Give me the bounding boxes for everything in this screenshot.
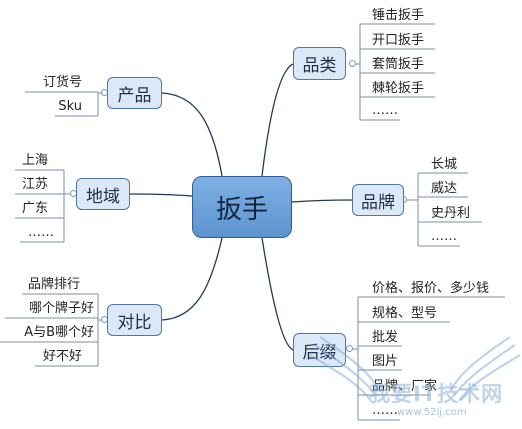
leaf-category-3[interactable]: 套筒扳手 (372, 57, 425, 72)
leaf-region-4[interactable]: …… (28, 225, 54, 240)
leaf-line-brand (404, 172, 482, 247)
branch-label-category: 品类 (302, 56, 337, 76)
branch-node-product[interactable]: 产品 (107, 77, 162, 109)
leaf-suffix-6[interactable]: …… (372, 403, 398, 418)
connector-suffix (261, 237, 294, 351)
leaf-compare-4[interactable]: 好不好 (42, 349, 82, 364)
center-topic[interactable]: 扳手 (192, 176, 292, 238)
branch-label-region: 地域 (86, 186, 120, 207)
leaf-brand-4[interactable]: …… (431, 229, 457, 244)
leaf-category-2[interactable]: 开口扳手 (372, 33, 425, 48)
leaf-compare-1[interactable]: 品牌排行 (27, 277, 80, 292)
connector-brand (291, 199, 353, 203)
center-topic-label: 扳手 (215, 194, 268, 225)
leaf-brand-1[interactable]: 长城 (431, 157, 458, 172)
leaf-brand-3[interactable]: 史丹利 (431, 206, 471, 221)
leaf-category-4[interactable]: 棘轮扳手 (372, 81, 425, 96)
leaf-line-category (353, 23, 435, 121)
leaf-brand-2[interactable]: 威达 (431, 181, 458, 196)
leaf-compare-3[interactable]: A与B哪个好 (24, 325, 94, 340)
wing-logo-icon (309, 336, 521, 402)
connector-compare (161, 237, 223, 321)
leaf-suffix-1[interactable]: 价格、报价、多少钱 (372, 281, 490, 296)
branch-label-compare: 对比 (117, 312, 152, 333)
leaf-category-5[interactable]: …… (372, 103, 398, 118)
leaf-product-1[interactable]: 订货号 (42, 75, 82, 90)
branch-label-product: 产品 (117, 85, 152, 106)
branch-label-suffix: 后缀 (302, 342, 337, 363)
connector-category (261, 63, 294, 177)
branch-node-compare[interactable]: 对比 (107, 304, 162, 336)
leaf-suffix-3[interactable]: 批发 (372, 330, 399, 345)
branch-node-region[interactable]: 地域 (76, 178, 130, 210)
leaf-suffix-2[interactable]: 规格、型号 (372, 306, 438, 321)
leaf-compare-2[interactable]: 哪个牌子好 (28, 301, 94, 316)
connector-product (161, 92, 223, 177)
collapse-toggle-category[interactable] (349, 60, 356, 67)
leaf-suffix-4[interactable]: 图片 (372, 354, 399, 369)
branch-label-brand: 品牌 (361, 192, 395, 213)
leaf-line-suffix (349, 296, 505, 421)
leaf-suffix-5[interactable]: 品牌、厂家 (372, 379, 438, 394)
branch-node-brand[interactable]: 品牌 (352, 184, 404, 216)
site-watermark: 我要IT技术网 www.52ij.com (305, 335, 522, 425)
leaf-region-3[interactable]: 广东 (21, 201, 48, 216)
leaf-category-1[interactable]: 锤击扳手 (372, 8, 425, 23)
leaf-region-1[interactable]: 上海 (21, 153, 48, 168)
connector-region (129, 193, 193, 197)
leaf-region-2[interactable]: 江苏 (21, 177, 48, 192)
branch-node-category[interactable]: 品类 (293, 47, 346, 80)
watermark-text: 我要IT技术网 (369, 382, 504, 406)
watermark-url: www.52ij.com (397, 407, 467, 418)
leaf-product-2[interactable]: Sku (58, 99, 82, 114)
collapse-toggle-suffix[interactable] (346, 345, 353, 352)
